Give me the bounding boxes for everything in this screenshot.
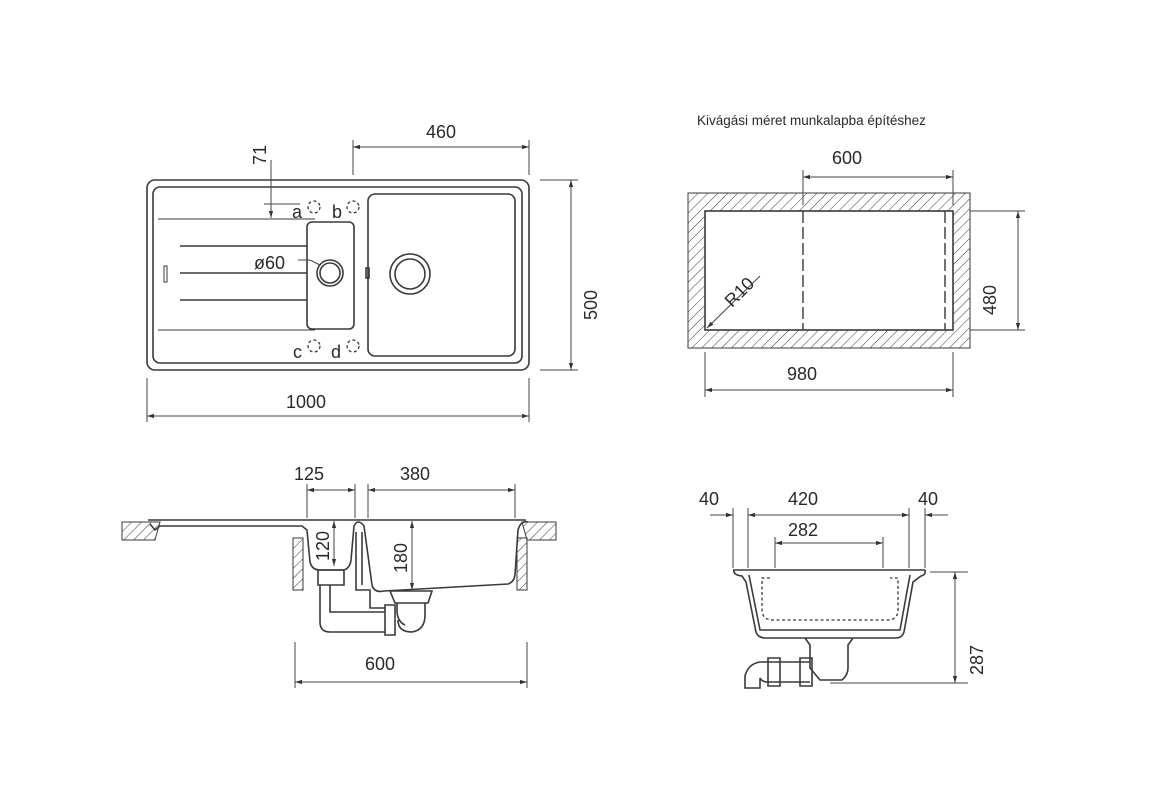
sink-profile xyxy=(148,519,529,593)
dim-label: 420 xyxy=(788,489,818,509)
dim-1000: 1000 xyxy=(146,378,530,422)
tap-hole-label-c: c xyxy=(293,342,302,362)
sink-outline xyxy=(146,179,530,371)
overflow xyxy=(365,267,370,279)
dim-71: 71 xyxy=(250,145,300,218)
dim-980: 980 xyxy=(704,352,954,397)
dim-label: 40 xyxy=(918,489,938,509)
dim-40-420-40: 40 420 40 xyxy=(699,489,948,568)
dim-label: 125 xyxy=(294,464,324,484)
sink-rim xyxy=(152,186,523,364)
main-drain-icon xyxy=(389,253,431,295)
dim-480: 480 xyxy=(970,210,1025,331)
dim-label: 180 xyxy=(391,543,411,573)
dim-label: 600 xyxy=(365,654,395,674)
countertop-right xyxy=(521,521,557,541)
overflow-pipe xyxy=(355,532,385,609)
dim-label: 500 xyxy=(581,290,601,320)
dim-600-cabinet: 600 xyxy=(294,642,528,688)
main-waste-trap xyxy=(388,590,434,633)
dim-label: 1000 xyxy=(286,392,326,412)
small-drain-inner xyxy=(319,262,341,284)
cabinet-wall-left xyxy=(292,537,304,591)
tap-hole-d-icon xyxy=(346,339,360,353)
drainer-grooves xyxy=(158,218,315,331)
drainer-slot xyxy=(163,265,168,283)
dim-500: 500 xyxy=(540,179,601,371)
top-view: a b c d 460 71 ø60 500 xyxy=(146,122,601,422)
dim-380: 380 xyxy=(367,464,516,518)
small-drain-icon xyxy=(316,259,344,287)
dim-diameter: ø60 xyxy=(254,253,321,273)
dim-label: 287 xyxy=(967,645,987,675)
dim-label: 120 xyxy=(313,531,333,561)
dim-282: 282 xyxy=(774,520,884,568)
dim-label: 480 xyxy=(980,285,1000,315)
dim-label: 71 xyxy=(250,145,270,165)
dim-label: 282 xyxy=(788,520,818,540)
tap-hole-label-b: b xyxy=(332,202,342,222)
cabinet-wall-right xyxy=(516,537,528,591)
main-bowl xyxy=(367,193,516,357)
small-bowl xyxy=(306,221,355,330)
dim-125: 125 xyxy=(294,464,356,518)
bowl-section xyxy=(733,569,926,639)
dim-label: 380 xyxy=(400,464,430,484)
tap-hole-label-d: d xyxy=(331,342,341,362)
dim-label: ø60 xyxy=(254,253,285,273)
tap-hole-label-a: a xyxy=(292,202,303,222)
cutout-view: Kivágási méret munkalapba építéshez 600 … xyxy=(687,113,1025,397)
cutout-title: Kivágási méret munkalapba építéshez xyxy=(697,113,926,128)
side-view: 125 380 120 180 600 xyxy=(121,464,557,688)
tap-hole-b-icon xyxy=(346,200,360,214)
cutout-outline xyxy=(704,210,954,331)
countertop-left xyxy=(121,521,161,541)
dim-label: 460 xyxy=(426,122,456,142)
dim-460: 460 xyxy=(352,122,530,175)
bowl-bottom-hidden-line xyxy=(761,577,899,621)
tap-hole-a-icon xyxy=(307,200,321,214)
dim-180: 180 xyxy=(391,521,415,590)
main-drain-inner xyxy=(394,258,426,290)
dim-120: 120 xyxy=(313,521,337,566)
tap-hole-c-icon xyxy=(307,339,321,353)
dim-label: 600 xyxy=(832,148,862,168)
dim-label: 980 xyxy=(787,364,817,384)
section-view: 40 420 40 282 287 xyxy=(699,489,987,689)
small-waste-pipe xyxy=(317,569,396,636)
waste-pipe xyxy=(744,657,813,689)
dim-600-cutout: 600 xyxy=(802,148,954,205)
dim-label: 40 xyxy=(699,489,719,509)
dim-287: 287 xyxy=(830,571,987,684)
waste-outlet xyxy=(804,637,854,681)
